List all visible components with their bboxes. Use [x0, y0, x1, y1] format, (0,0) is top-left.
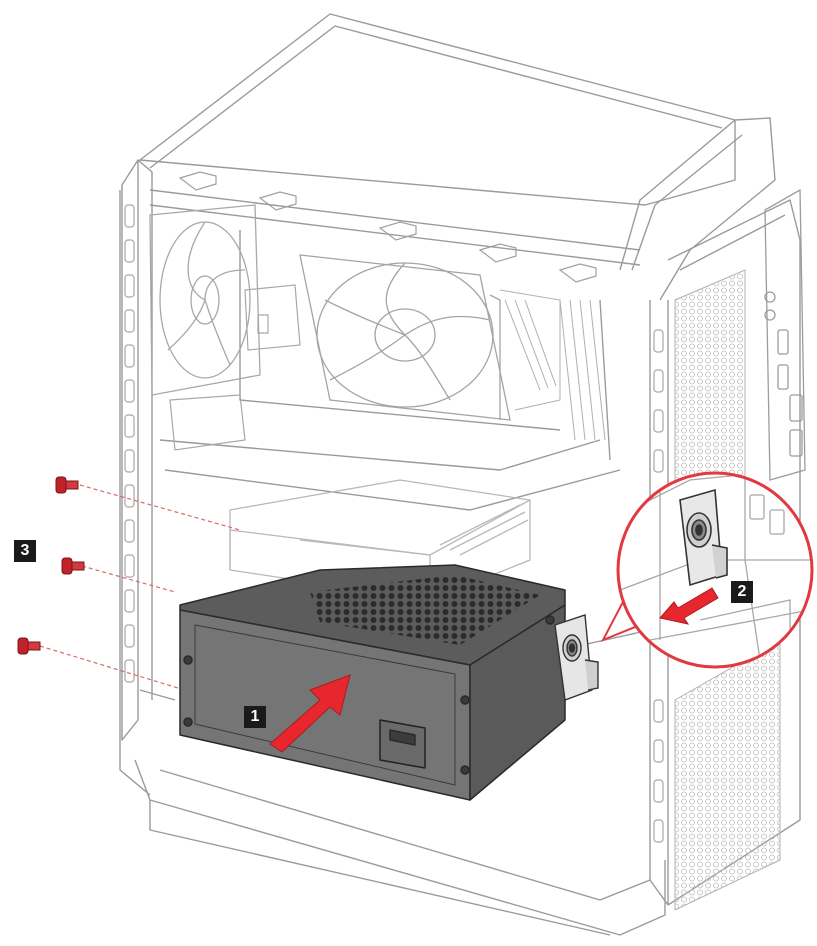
front-io-panel	[764, 188, 806, 481]
arrow-up-right-icon	[269, 674, 351, 753]
step-badge-1: 1	[244, 706, 266, 728]
heatsink	[499, 289, 606, 441]
arrow-down-left-icon	[659, 587, 719, 625]
screw-guides	[39, 484, 241, 689]
step-badge-3: 3	[14, 540, 36, 562]
zoom-callout	[600, 471, 814, 669]
power-supply	[179, 564, 566, 801]
screw-icon	[17, 476, 85, 655]
front-mesh	[674, 269, 781, 911]
top-rail-clips	[178, 171, 597, 283]
rear-fan	[149, 204, 261, 396]
right-rail-slots	[653, 329, 664, 843]
step-badge-2: 2	[731, 581, 753, 603]
drive-bracket	[169, 284, 301, 451]
fan-icon	[299, 254, 511, 421]
latch-icon	[554, 614, 599, 701]
left-rail-slots	[124, 204, 135, 683]
latch-icon	[679, 488, 728, 587]
